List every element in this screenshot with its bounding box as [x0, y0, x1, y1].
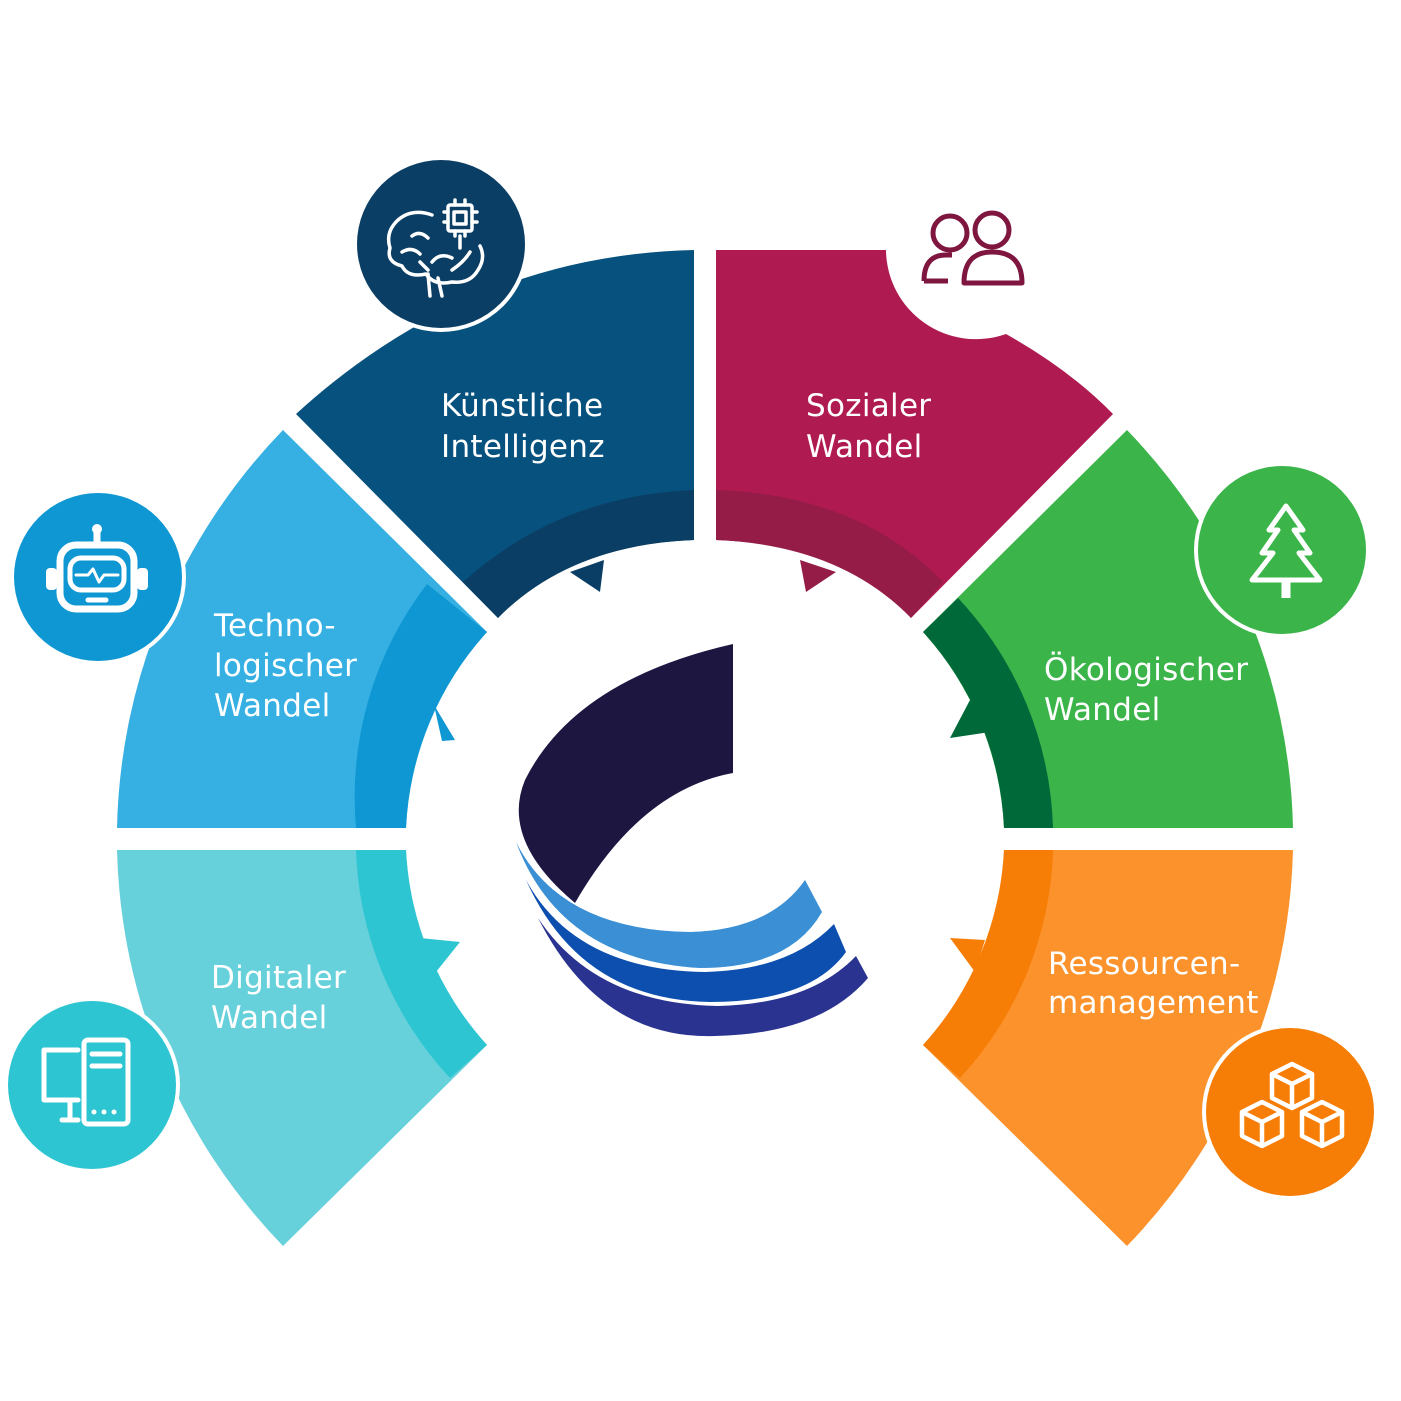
segment-social: Sozialer Wandel — [716, 250, 1113, 618]
cubes-icon — [1239, 1061, 1345, 1149]
segment-resources-notch — [950, 938, 985, 972]
segment-ai-label: Künstliche Intelligenz — [441, 388, 614, 465]
segment-technological-notch — [434, 705, 455, 741]
badge-ai — [353, 156, 529, 332]
tree-icon — [1249, 503, 1323, 598]
segment-resources-label: Ressourcen- management — [1048, 946, 1259, 1021]
badge-ecological — [1194, 462, 1370, 638]
badge-resources — [1202, 1024, 1378, 1200]
people-icon — [921, 210, 1025, 286]
segment-social-inner — [716, 490, 943, 618]
segment-digital-notch — [420, 938, 460, 972]
badge-technological — [10, 489, 186, 665]
devices-icon — [41, 1037, 131, 1127]
segment-digital-label: Digitaler Wandel — [211, 960, 356, 1036]
logo-stripe-3 — [538, 918, 868, 1037]
logo-dark-crescent — [518, 644, 733, 903]
segment-ecological-inner — [923, 598, 1053, 828]
segment-digital: Digitaler Wandel — [117, 850, 487, 1246]
brain-chip-icon — [386, 198, 485, 298]
logo-stripe-1 — [516, 842, 822, 968]
segment-social-label: Sozialer Wandel — [806, 388, 942, 465]
segment-technological-label: Techno- logischer Wandel — [213, 608, 367, 724]
segment-ai-inner — [463, 490, 694, 618]
segment-ecological-notch — [950, 700, 990, 738]
segment-ai: Künstliche Intelligenz — [296, 250, 694, 618]
segment-technological-inner — [354, 584, 487, 828]
segment-ai-notch — [570, 560, 604, 592]
segment-resources-inner — [923, 850, 1053, 1078]
center-logo-icon — [516, 644, 868, 1037]
logo-stripe-2 — [526, 880, 846, 1002]
badge-digital — [4, 997, 180, 1173]
segment-technological: Techno- logischer Wandel — [117, 430, 487, 828]
segment-ecological-label: Ökologischer Wandel — [1044, 651, 1259, 728]
segment-resources: Ressourcen- management — [923, 850, 1293, 1246]
badge-social — [921, 210, 1025, 286]
robot-icon — [46, 524, 148, 613]
segment-digital-inner — [356, 850, 487, 1078]
segment-social-notch — [800, 560, 836, 592]
